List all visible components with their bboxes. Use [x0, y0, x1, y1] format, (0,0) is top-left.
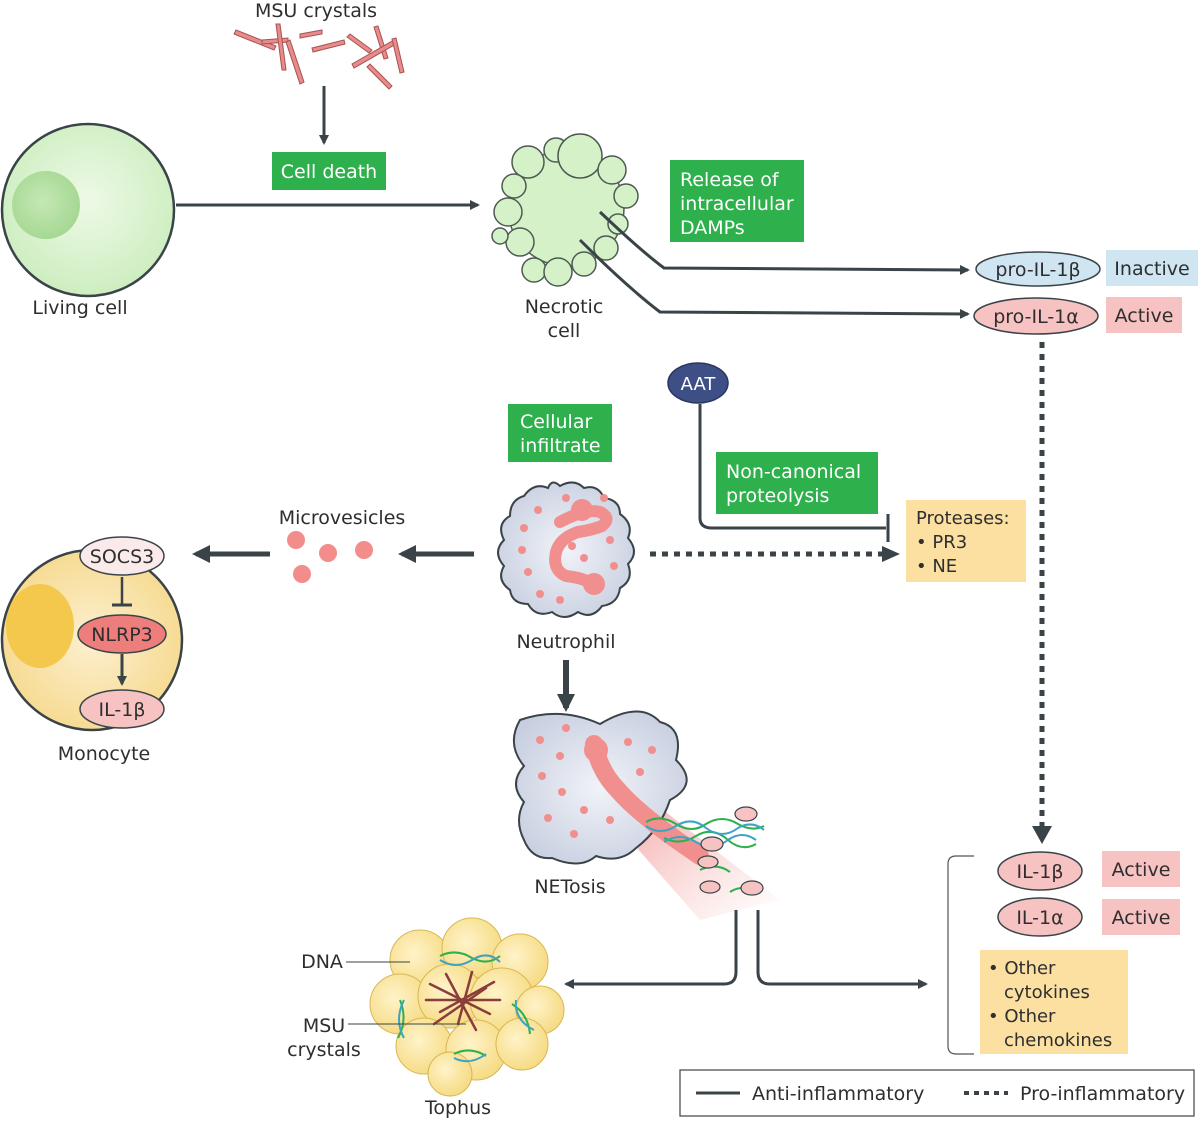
- living-cell-label: Living cell: [32, 297, 127, 319]
- aat-inhibit-line: [698, 404, 886, 530]
- release-damps-label-1: Release of: [680, 169, 780, 191]
- cell-death-label: Cell death: [281, 161, 377, 183]
- dna-label: DNA: [301, 951, 343, 973]
- tophus-crystals: [424, 970, 502, 1032]
- legend-dashed-label: Pro-inflammatory: [1020, 1083, 1185, 1105]
- tophus-dna: [397, 951, 535, 1063]
- msu-tophus-label-2: crystals: [287, 1039, 361, 1061]
- cellular-infiltrate-label-2: infiltrate: [520, 435, 601, 457]
- necrotic-cell-label-1: Necrotic: [525, 296, 604, 318]
- pro-il1b-label: pro-IL-1β: [995, 259, 1080, 281]
- active-tag-1: [1102, 851, 1180, 887]
- il1b-out-pill: [997, 851, 1083, 891]
- living-cell-nucleus: [12, 171, 80, 239]
- pro-il1b-pill: [975, 251, 1101, 287]
- active-label-1: Active: [1112, 859, 1171, 881]
- pro-il1a-label: pro-IL-1α: [993, 306, 1079, 328]
- nlrp3-pill: [77, 614, 167, 654]
- proteases-box: [906, 500, 1026, 582]
- necrotic-cell: [491, 133, 639, 287]
- active-label-top: Active: [1115, 305, 1174, 327]
- neutrophil-label: Neutrophil: [516, 631, 615, 653]
- tophus-label: Tophus: [424, 1097, 491, 1119]
- pro-il1a-pill: [973, 297, 1099, 335]
- release-damps-label-3: DAMPs: [680, 217, 745, 239]
- active-tag-top: [1106, 297, 1182, 333]
- netosis-cell: [513, 710, 780, 920]
- dotted-vertical-arrowhead: [1032, 826, 1052, 844]
- aat-label: AAT: [681, 374, 717, 395]
- damps-to-pro-il1b-arrow: [598, 210, 970, 275]
- mono-il1b-pill: [79, 689, 165, 729]
- noncanonical-label-2: proteolysis: [726, 485, 829, 507]
- aat-node: [667, 362, 729, 404]
- netosis-to-tophus-arrow: [564, 910, 738, 989]
- neutrophil: [497, 481, 635, 618]
- damps-to-pro-il1a-arrow: [578, 238, 970, 319]
- netosis-to-cytokines-arrow: [756, 910, 928, 989]
- proteases-pr3: • PR3: [916, 532, 967, 553]
- socs3-pill: [79, 536, 165, 576]
- monocyte-label: Monocyte: [58, 743, 151, 765]
- active-tag-2: [1102, 899, 1180, 935]
- other-chemokines-label-2: chemokines: [1004, 1030, 1112, 1051]
- tophus: [369, 917, 565, 1097]
- living-cell: [0, 122, 176, 298]
- output-bracket: [947, 855, 974, 1055]
- microvesicles: [287, 531, 373, 583]
- release-damps-box: [670, 160, 804, 242]
- netosis-label: NETosis: [534, 876, 605, 898]
- monocyte-nucleus: [6, 584, 74, 668]
- other-cytokines-label-2: cytokines: [1004, 982, 1090, 1003]
- il1b-out-label: IL-1β: [1017, 861, 1064, 883]
- il1a-out-label: IL-1α: [1016, 907, 1063, 929]
- msu-tophus-label-1: MSU: [303, 1015, 345, 1037]
- msu-crystals-label: MSU crystals: [255, 0, 377, 22]
- inactive-label: Inactive: [1114, 258, 1189, 280]
- inactive-tag: [1106, 250, 1198, 286]
- necrotic-cell-label-2: cell: [548, 320, 581, 342]
- cellular-infiltrate-box: [508, 404, 612, 462]
- cell-death-box: [272, 152, 386, 190]
- msu-crystals-icon: [233, 23, 405, 90]
- mono-il1b-label: IL-1β: [99, 699, 146, 721]
- proteases-title: Proteases:: [916, 508, 1010, 529]
- proteases-ne: • NE: [916, 556, 957, 577]
- cellular-infiltrate-label-1: Cellular: [520, 411, 592, 433]
- noncanonical-label-1: Non-canonical: [726, 461, 861, 483]
- other-cytokines-label-1: • Other: [988, 958, 1056, 979]
- nlrp3-label: NLRP3: [91, 624, 153, 646]
- other-chemokines-label-1: • Other: [988, 1006, 1056, 1027]
- noncanonical-box: [716, 452, 878, 514]
- legend-box: [679, 1069, 1195, 1117]
- active-label-2: Active: [1112, 907, 1171, 929]
- other-mediators-box: [980, 950, 1128, 1054]
- release-damps-label-2: intracellular: [680, 193, 794, 215]
- legend-solid-label: Anti-inflammatory: [752, 1083, 924, 1105]
- socs3-label: SOCS3: [90, 546, 154, 568]
- il1a-out-pill: [997, 897, 1083, 937]
- neutrophil-to-proteases-arrowhead: [882, 546, 900, 562]
- microvesicles-label: Microvesicles: [279, 507, 406, 529]
